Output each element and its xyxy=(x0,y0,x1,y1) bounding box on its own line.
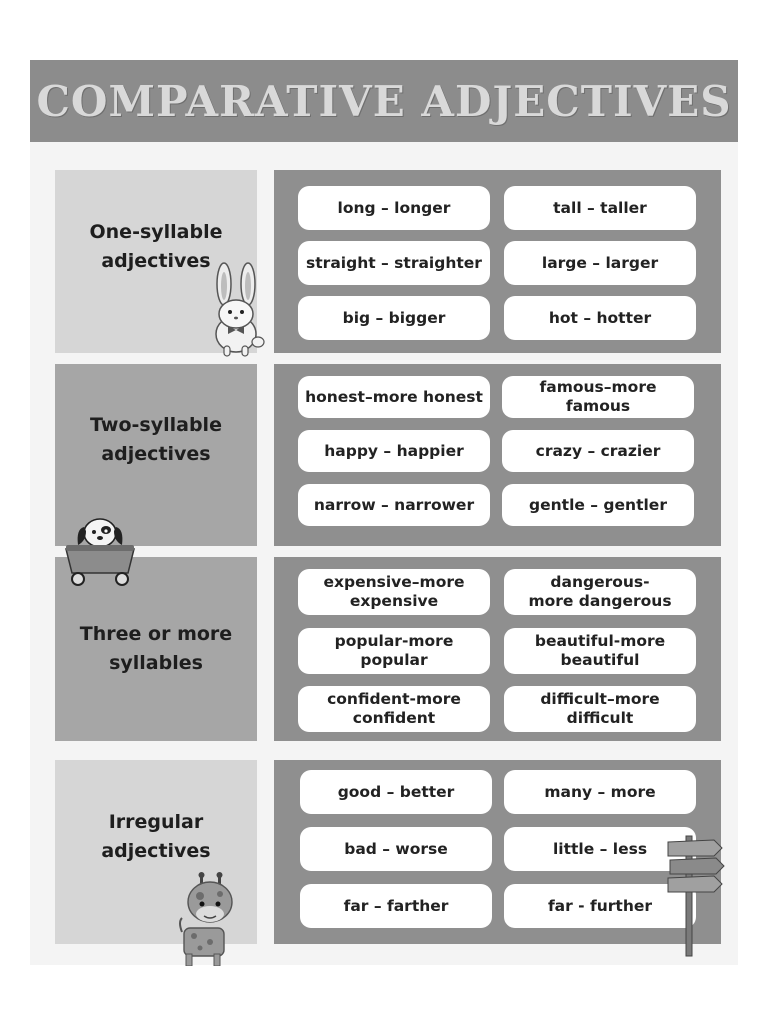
pair-card: far – farther xyxy=(300,884,492,928)
section-label-text: Irregular adjectives xyxy=(101,811,211,862)
pair-card: big – bigger xyxy=(298,296,490,340)
pair-card: famous–more famous xyxy=(502,376,694,418)
pairs-grid-irregular: good – better many – more bad – worse li… xyxy=(274,760,721,944)
bunny-icon xyxy=(215,262,265,357)
pairs-grid-two-syllable: honest–more honest famous–more famous ha… xyxy=(274,364,721,546)
pair-card: gentle – gentler xyxy=(502,484,694,526)
pair-card: crazy – crazier xyxy=(502,430,694,472)
pair-card: large – larger xyxy=(504,241,696,285)
giraffe-icon xyxy=(179,872,233,966)
pair-card: straight – straighter xyxy=(298,241,490,285)
pair-card: far - further xyxy=(504,884,696,928)
pair-card: tall – taller xyxy=(504,186,696,230)
pair-card: bad – worse xyxy=(300,827,492,871)
pair-card: hot – hotter xyxy=(504,296,696,340)
pair-card: good – better xyxy=(300,770,492,814)
pair-card: happy – happier xyxy=(298,430,490,472)
section-label-three-syllable: Three or more syllables xyxy=(55,557,257,741)
signpost-icon xyxy=(667,835,725,957)
pair-card: dangerous- more dangerous xyxy=(504,569,696,615)
section-label-two-syllable: Two-syllable adjectives xyxy=(55,364,257,546)
pair-card: popular-more popular xyxy=(298,628,490,674)
pairs-grid-one-syllable: long – longer tall – taller straight – s… xyxy=(274,170,721,353)
section-label-text: One-syllable adjectives xyxy=(89,220,223,272)
pair-card: long – longer xyxy=(298,186,490,230)
title-banner: COMPARATIVE ADJECTIVES xyxy=(30,60,738,142)
pair-card: confident-more confident xyxy=(298,686,490,732)
pair-card: expensive–more expensive xyxy=(298,569,490,615)
pairs-grid-three-syllable: expensive–more expensive dangerous- more… xyxy=(274,557,721,741)
section-label-text: Three or more syllables xyxy=(79,623,233,674)
pair-card: difficult–more difficult xyxy=(504,686,696,732)
page-title: COMPARATIVE ADJECTIVES xyxy=(36,76,732,126)
pair-card: beautiful-more beautiful xyxy=(504,628,696,674)
section-label-text: Two-syllable adjectives xyxy=(90,414,222,465)
pair-card: honest–more honest xyxy=(298,376,490,418)
pair-card: little – less xyxy=(504,827,696,871)
pair-card: narrow – narrower xyxy=(298,484,490,526)
pair-card: many – more xyxy=(504,770,696,814)
puppy-in-cart-icon xyxy=(65,518,135,586)
